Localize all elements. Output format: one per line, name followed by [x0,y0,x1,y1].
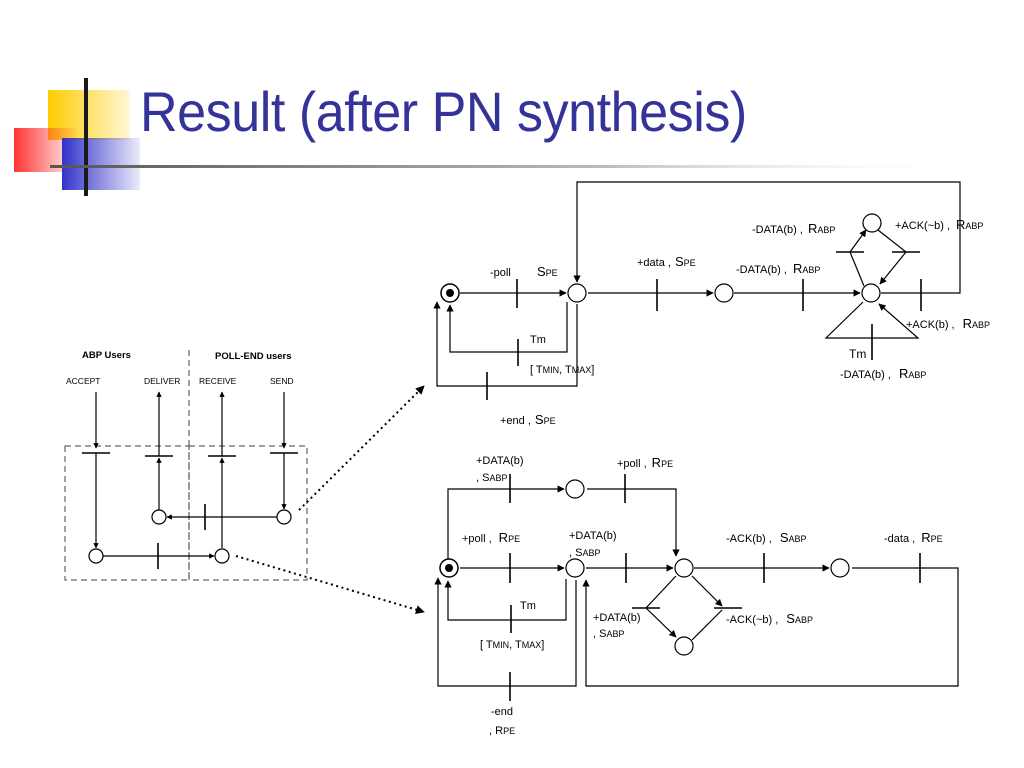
users-diagram-labels: ABP Users POLL-END users ACCEPT DELIVER … [66,350,294,386]
data-b-mid-label: +DATA(b) [569,530,617,542]
place-q5 [674,636,694,656]
interval-label-bottom: [ TMIN, TMAX] [480,639,544,651]
connector-to-top-net [298,385,425,511]
interval-label: [ TMIN, TMAX] [530,364,594,376]
ack-nb-label: +ACK(~b) ,RABP [895,217,983,232]
end-label-bottom: -end [491,706,513,718]
data-b-label-1: -DATA(b) ,RABP [752,221,835,236]
tm-loop-label: Tm [849,347,866,361]
ack-b-label: -ACK(b) ,SABP [726,530,807,545]
send-label: SEND [270,376,294,386]
place-q4 [830,558,850,578]
end-label: +end ,SPE [500,412,556,427]
receive-place [214,548,230,564]
connector-to-bottom-net [235,555,425,615]
accept-place [88,548,104,564]
bottom-petri-net [434,474,959,701]
top-petri-net [433,181,961,400]
place-q3 [674,558,694,578]
spe-label-1: SPE [537,264,558,279]
users-diagram [64,350,308,581]
place-q1 [565,479,585,499]
place-p1 [567,283,587,303]
data-b-label-3: -DATA(b) ,RABP [840,366,926,381]
tm-label-bottom: Tm [520,600,536,612]
tm-label: Tm [530,334,546,346]
initial-token-bottom [445,564,453,572]
poll-in-label: +poll ,RPE [462,530,520,545]
slide-title: Result (after PN synthesis) [140,80,747,143]
accept-label: ACCEPT [66,376,100,386]
receive-label: RECEIVE [199,376,237,386]
sabp-loop-label: , SABP [593,628,624,640]
poll-end-users-label: POLL-END users [215,351,292,362]
abp-users-label: ABP Users [82,350,131,361]
abp-users-box [64,445,190,581]
place-p3 [861,283,881,303]
ack-b-label: +ACK(b) ,RABP [906,316,990,331]
sabp-top-label: , SABP [476,472,507,484]
data-b-loop-label: +DATA(b) [593,612,641,624]
ack-nb-label: -ACK(~b) ,SABP [726,611,813,626]
rpe-end-label: , RPE [489,725,515,737]
deliver-place [151,509,167,525]
place-p2 [714,283,734,303]
data-out-label: -data ,RPE [884,530,943,545]
sabp-mid-label: , SABP [569,547,600,559]
deco-blue-square [62,138,140,190]
send-place [276,509,292,525]
bottom-net-labels: +DATA(b) , SABP +poll ,RPE +poll ,RPE +D… [462,455,943,737]
data-label: +data ,SPE [637,254,696,269]
deco-vertical-bar [84,78,88,196]
initial-token [446,289,454,297]
slide-decoration [14,78,970,196]
top-net-labels: -poll SPE +data ,SPE Tm [ TMIN, TMAX] +e… [490,217,990,427]
poll-end-users-box [188,445,308,581]
place-p4 [862,213,882,233]
data-b-label-2: -DATA(b) ,RABP [736,261,820,276]
deliver-label: DELIVER [144,376,180,386]
place-q2 [565,558,585,578]
deco-horizontal-rule [50,165,970,168]
poll-top-label: +poll ,RPE [617,455,673,470]
poll-label: -poll [490,267,511,279]
data-b-top-label: +DATA(b) [476,455,524,467]
